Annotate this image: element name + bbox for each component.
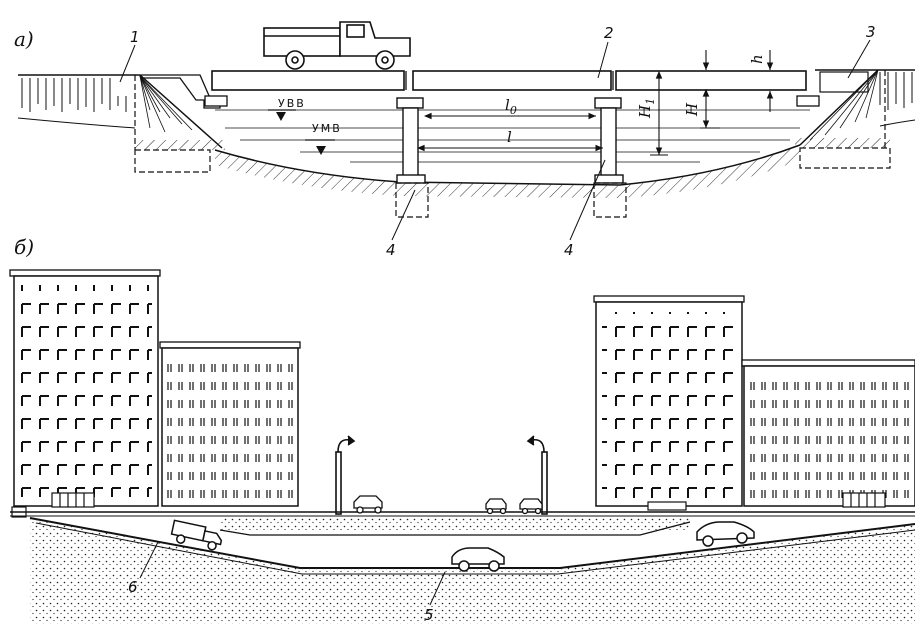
right-embankment bbox=[795, 69, 915, 169]
car-icon bbox=[353, 495, 543, 515]
building-right-low bbox=[741, 359, 915, 507]
panel-a-label: а) bbox=[14, 27, 34, 51]
callout-1: 1 bbox=[130, 28, 140, 46]
river-bed bbox=[214, 109, 810, 198]
callout-6: 6 bbox=[128, 578, 138, 596]
dimension-heights bbox=[650, 50, 774, 156]
pier-left bbox=[395, 97, 429, 218]
beam-depth-label: h bbox=[748, 54, 766, 64]
truck-icon bbox=[263, 21, 411, 70]
leader-lines-b bbox=[139, 541, 446, 606]
left-embankment bbox=[17, 74, 225, 173]
depressed-roadway bbox=[29, 517, 915, 624]
dimension-span: l bbox=[416, 128, 603, 152]
high-water-label: УВВ bbox=[278, 97, 306, 110]
clear-span-label: l0 bbox=[505, 96, 517, 117]
low-water-level: УМВ bbox=[305, 122, 342, 155]
panel-b-label: б) bbox=[14, 235, 34, 259]
pier-right bbox=[593, 97, 627, 218]
height-total-label: H1 bbox=[636, 98, 657, 119]
street-lamp-left bbox=[335, 435, 356, 515]
callout-3: 3 bbox=[866, 23, 876, 41]
low-water-label: УМВ bbox=[312, 122, 342, 135]
building-left-low bbox=[159, 341, 301, 507]
street-level bbox=[10, 511, 915, 536]
truck-on-ramp-icon bbox=[170, 519, 223, 551]
callout-4-left: 4 bbox=[386, 241, 396, 259]
building-right-tall bbox=[593, 295, 745, 507]
callout-2: 2 bbox=[604, 24, 614, 42]
building-left-tall bbox=[9, 269, 161, 507]
callout-5: 5 bbox=[424, 606, 434, 624]
dimension-clear-span: l0 bbox=[423, 96, 596, 120]
height-label: H bbox=[683, 102, 701, 117]
car-in-trench-icon bbox=[451, 547, 505, 572]
high-water-level: УВВ bbox=[268, 97, 306, 121]
leader-lines-a bbox=[119, 39, 871, 241]
span-label: l bbox=[507, 128, 512, 146]
street-lamp-right bbox=[526, 435, 548, 515]
bridge-deck bbox=[204, 70, 820, 107]
car-on-ramp-icon bbox=[696, 521, 755, 547]
callout-4-right: 4 bbox=[564, 241, 574, 259]
